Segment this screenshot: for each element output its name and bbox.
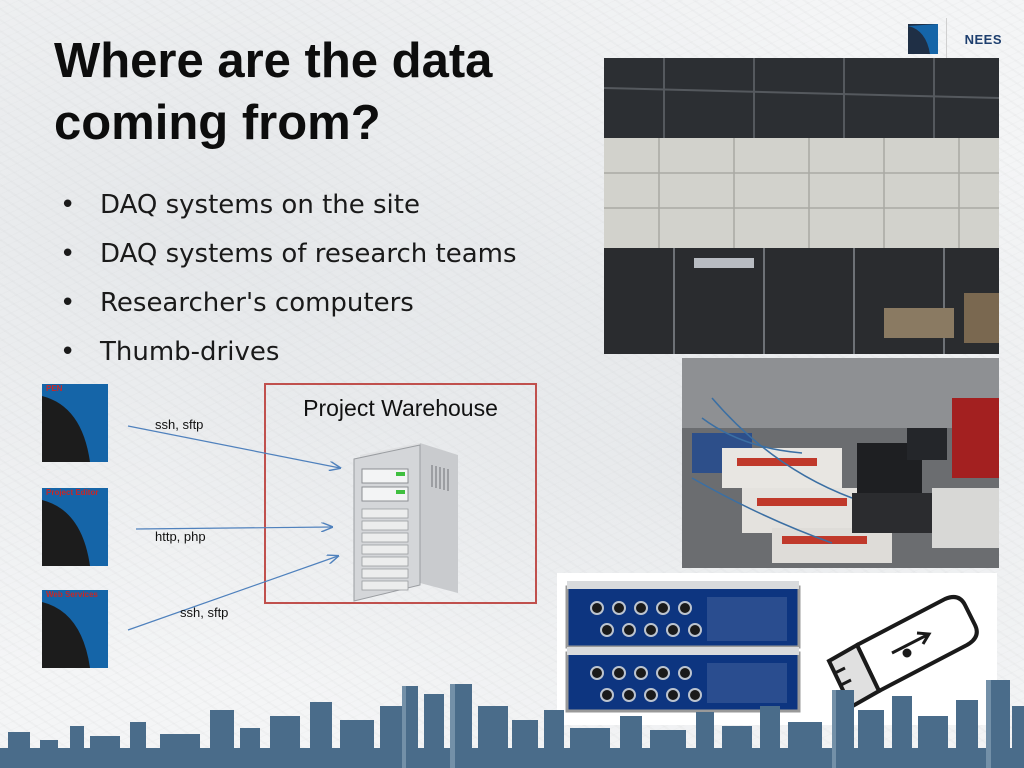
nees-logo-text: NEES	[964, 31, 1002, 47]
title-line-1: Where are the data	[54, 34, 493, 88]
nees-logo: NEES	[907, 18, 1002, 60]
bullet-marker: •	[60, 288, 76, 318]
bullet-text: DAQ systems of research teams	[100, 239, 517, 269]
bullet-item: • Thumb-drives	[60, 331, 517, 380]
bullet-marker: •	[60, 190, 76, 220]
arrow-label-pen: ssh, sftp	[155, 417, 204, 432]
nees-node-icon	[42, 488, 108, 566]
daq-unit-lower	[565, 647, 801, 713]
project-warehouse-title: Project Warehouse	[303, 395, 498, 421]
source-label-web-services: Web Services	[46, 590, 98, 599]
source-node-web-services: Web Services	[42, 590, 108, 668]
bullet-marker: •	[60, 337, 76, 367]
bullet-item: • DAQ systems on the site	[60, 184, 517, 233]
arrow-label-webservices: ssh, sftp	[180, 605, 229, 620]
arrow-label-editor: http, php	[155, 529, 206, 544]
server-icon	[353, 443, 458, 602]
skyline-footer	[0, 680, 1024, 768]
bullet-marker: •	[60, 239, 76, 269]
bullet-text: Researcher's computers	[100, 288, 414, 318]
nees-node-icon	[42, 384, 108, 462]
logo-divider	[945, 18, 947, 60]
bullet-text: Thumb-drives	[100, 337, 280, 367]
source-node-project-editor: Project Editor	[42, 488, 108, 566]
daq-units-and-usb-photo	[557, 573, 997, 725]
slide-title: Where are the data coming from?	[54, 30, 594, 154]
nees-logo-icon	[907, 24, 938, 54]
source-label-pen: PEN	[46, 384, 63, 393]
bullet-list: • DAQ systems on the site • DAQ systems of…	[60, 184, 517, 380]
source-node-pen: PEN	[42, 384, 108, 462]
project-warehouse-box: Project Warehouse	[264, 383, 537, 604]
nees-node-icon	[42, 590, 108, 668]
daq-unit-upper	[565, 581, 801, 649]
daq-equipment-photo	[682, 358, 999, 568]
lab-building-photo	[604, 58, 999, 354]
bullet-text: DAQ systems on the site	[100, 190, 420, 220]
bullet-item: • Researcher's computers	[60, 282, 517, 331]
title-line-2: coming from?	[54, 96, 381, 150]
bullet-item: • DAQ systems of research teams	[60, 233, 517, 282]
source-label-project-editor: Project Editor	[46, 488, 99, 497]
